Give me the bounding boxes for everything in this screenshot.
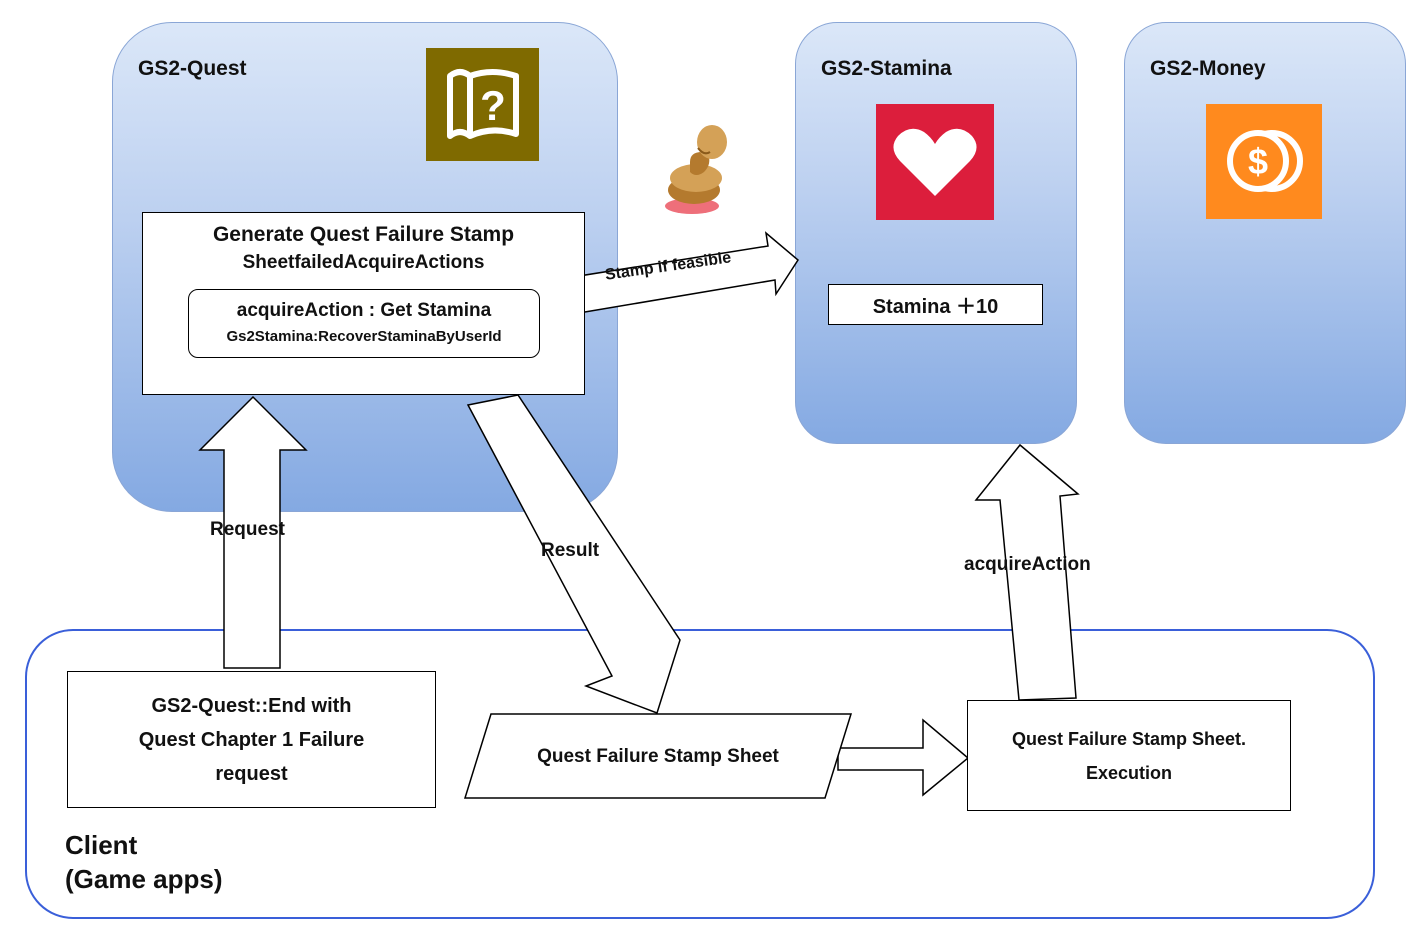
request-arrow-label: Request [210,519,285,540]
heart-icon [876,104,994,220]
result-arrow [466,394,681,714]
request-arrow [198,395,308,669]
acquire-action-line2: Gs2Stamina:RecoverStaminaByUserId [226,328,502,345]
gs2-money-title: GS2-Money [1150,57,1266,80]
acquire-action-arrow [974,443,1080,701]
rubber-stamp-icon [660,122,740,218]
stamp-sheet-execution-box: Quest Failure Stamp Sheet. Execution [967,700,1291,811]
gs2-stamina-panel: GS2-Stamina [795,22,1077,444]
gs2-money-panel: GS2-Money [1124,22,1406,444]
gs2-quest-title: GS2-Quest [138,57,247,80]
gs2-stamina-title: GS2-Stamina [821,57,952,80]
client-label: Client (Game apps) [65,828,223,896]
acquire-action-box: acquireAction : Get Stamina Gs2Stamina:R… [188,289,540,358]
client-label-line2: (Game apps) [65,864,223,894]
acquire-arrow-label: acquireAction [964,554,1091,575]
client-label-line1: Client [65,830,138,860]
stamina-value-label: Stamina ＋10 [872,296,999,318]
acquire-action-line1: acquireAction : Get Stamina [236,300,492,321]
stamina-value-box: Stamina ＋10 [828,284,1043,325]
generate-line1: Generate Quest Failure Stamp [212,223,515,246]
exec-line2: Execution [1085,762,1173,783]
client-container [25,629,1375,919]
exec-line1: Quest Failure Stamp Sheet. [1011,728,1247,749]
quest-end-line1: GS2-Quest::End with [151,694,352,717]
stamp-sheet-label: Quest Failure Stamp Sheet [537,746,779,767]
quest-map-icon: ? [426,48,539,161]
quest-end-request-box: GS2-Quest::End with Quest Chapter 1 Fail… [67,671,436,808]
result-arrow-label: Result [541,540,600,561]
coin-icon: $ [1206,104,1322,219]
generate-line2: SheetfailedAcquireActions [242,252,485,273]
svg-text:$: $ [1248,141,1268,182]
svg-text:?: ? [480,82,506,129]
generate-stamp-sheet-box: Generate Quest Failure Stamp Sheetfailed… [142,212,585,395]
sheet-to-exec-arrow [837,718,970,797]
quest-end-line3: request [215,762,288,785]
quest-end-line2: Quest Chapter 1 Failure [138,728,365,751]
stamp-sheet-shape [463,713,853,799]
